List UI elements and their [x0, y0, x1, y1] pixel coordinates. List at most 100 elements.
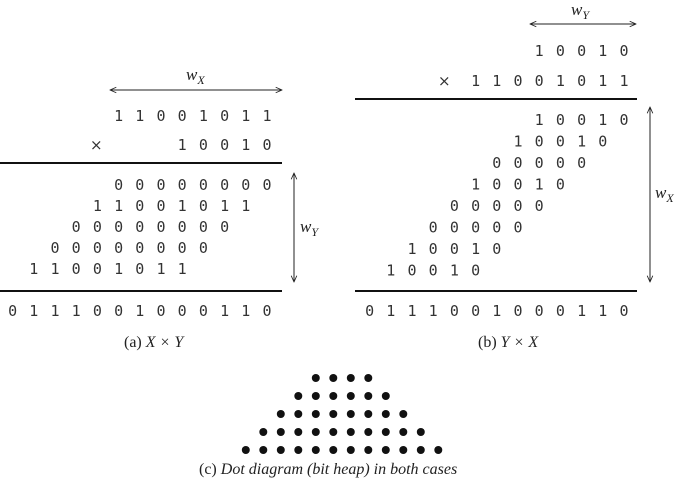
panel-a-partial-product-bit: 1 — [156, 260, 165, 278]
panel-b-result-bit: 1 — [577, 302, 586, 320]
bit-dot — [434, 446, 443, 454]
panel-b-partial-product-bit: 0 — [471, 262, 480, 280]
bit-dot — [329, 410, 338, 418]
bit-dot — [381, 392, 390, 400]
panel-a-partial-product-bit: 0 — [93, 239, 102, 257]
panel-a-partial-product-bit: 0 — [135, 239, 144, 257]
panel-a-partial-product-bit: 0 — [135, 218, 144, 236]
panel-b-partial-product-bit: 1 — [450, 262, 459, 280]
panel-b-partial-product-bit: 0 — [492, 176, 501, 194]
panel-a-partial-product-bit: 0 — [156, 197, 165, 215]
panel-b-partial-product-bit: 1 — [407, 240, 416, 258]
bit-dot — [311, 446, 320, 454]
panel-b-caption: (b) Y × X — [478, 334, 539, 351]
bit-dot — [346, 428, 355, 436]
panel-a-partial-product-bit: 1 — [50, 260, 59, 278]
panel-a-result-bit: 0 — [199, 302, 208, 320]
panel-b-partial-product-bit: 0 — [556, 154, 565, 172]
panel-a-partial-product-bit: 0 — [199, 176, 208, 194]
panel-a-multiplicand-bit: 1 — [114, 107, 123, 125]
panel-b-partial-product-bit: 0 — [429, 219, 438, 237]
panel-b-partial-product-bit: 1 — [535, 111, 544, 129]
panel-b-partial-product-bit: 0 — [535, 133, 544, 151]
panel-a-multiplicand-bit: 0 — [156, 107, 165, 125]
panel-a-result-bit: 0 — [178, 302, 187, 320]
panel-b-multiplier-bit: 1 — [598, 72, 607, 90]
panel-b-result-bit: 1 — [407, 302, 416, 320]
panel-b-width-x-label: wX — [655, 183, 674, 205]
panel-a-partial-product-bit: 1 — [178, 197, 187, 215]
bit-dot — [294, 392, 303, 400]
panel-b-partial-product-bit: 0 — [598, 133, 607, 151]
panel-b-result-bit: 0 — [450, 302, 459, 320]
bit-dot — [259, 446, 268, 454]
panel-a-result-bit: 0 — [93, 302, 102, 320]
panel-b-multiplier-bit: 0 — [513, 72, 522, 90]
panel-a-partial-product-bit: 1 — [29, 260, 38, 278]
panel-a-multiplicand-bit: 1 — [241, 107, 250, 125]
panel-b-partial-product-bit: 0 — [450, 240, 459, 258]
panel-a-partial-product-bit: 0 — [135, 260, 144, 278]
bit-dot — [399, 428, 408, 436]
panel-a-partial-product-bit: 0 — [156, 239, 165, 257]
bit-dot — [329, 392, 338, 400]
panel-b-partial-product-bit: 1 — [577, 133, 586, 151]
panel-a-partial-product-bit: 1 — [114, 260, 123, 278]
panel-b-partial-product-bit: 0 — [619, 111, 628, 129]
panel-a-result-bit: 0 — [114, 302, 123, 320]
bit-dot — [346, 446, 355, 454]
panel-a-partial-product-bit: 0 — [72, 260, 81, 278]
panel-a-result-bit: 1 — [50, 302, 59, 320]
bit-dot — [311, 410, 320, 418]
panel-b-result-bit: 1 — [386, 302, 395, 320]
panel-b-multiplier-bit: 1 — [556, 72, 565, 90]
bit-dot — [276, 428, 285, 436]
panel-c-caption: (c) Dot diagram (bit heap) in both cases — [199, 461, 457, 478]
bit-dot — [346, 410, 355, 418]
panel-a-partial-product-bit: 1 — [114, 197, 123, 215]
panel-a-partial-product-bit: 0 — [156, 176, 165, 194]
panel-a-partial-product-bit: 0 — [178, 218, 187, 236]
panel-b-width-y-label: wY — [571, 0, 590, 22]
panel-a-partial-product-bit: 0 — [50, 239, 59, 257]
bit-dot — [276, 446, 285, 454]
panel-b-result-bit: 0 — [365, 302, 374, 320]
panel-b-partial-product-bit: 0 — [492, 240, 501, 258]
panel-a-partial-product-bit: 0 — [93, 260, 102, 278]
panel-b-result-bit: 0 — [471, 302, 480, 320]
panel-a-caption: (a) X × Y — [124, 334, 185, 351]
panel-b-partial-product-bit: 1 — [535, 176, 544, 194]
panel-b-multiplier-bit: 1 — [492, 72, 501, 90]
bit-dot — [276, 410, 285, 418]
panel-a-multiplicand-bit: 0 — [220, 107, 229, 125]
bit-dot — [364, 392, 373, 400]
panel-a-width-y-label: wY — [300, 217, 319, 239]
panel-a-partial-product-bit: 0 — [114, 176, 123, 194]
panel-a-multiplier-bit: 0 — [262, 136, 271, 154]
panel-b-partial-product-bit: 1 — [386, 262, 395, 280]
panel-a-partial-product-bit: 1 — [220, 197, 229, 215]
bit-dot — [381, 446, 390, 454]
panel-a-partial-product-bit: 1 — [241, 197, 250, 215]
panel-b-multiplicand-bit: 1 — [598, 42, 607, 60]
panel-b-result-bit: 0 — [556, 302, 565, 320]
panel-a-result-bit: 1 — [72, 302, 81, 320]
bit-dot — [381, 410, 390, 418]
panel-a-multiplicand-bit: 0 — [178, 107, 187, 125]
panel-a-result-bit: 0 — [262, 302, 271, 320]
panel-a-partial-product-bit: 0 — [199, 239, 208, 257]
panel-a-multiplier-bit: 0 — [199, 136, 208, 154]
panel-b-result-bit: 1 — [492, 302, 501, 320]
panel-b-partial-product-bit: 0 — [556, 176, 565, 194]
panel-b-result-bit: 0 — [619, 302, 628, 320]
panel-b-result-bit: 0 — [535, 302, 544, 320]
panel-b-multiplicand-bit: 0 — [619, 42, 628, 60]
panel-b-partial-product-bit: 0 — [577, 111, 586, 129]
panel-b-multiplicand-bit: 0 — [577, 42, 586, 60]
bit-dot — [311, 428, 320, 436]
panel-a-result-bit: 1 — [135, 302, 144, 320]
